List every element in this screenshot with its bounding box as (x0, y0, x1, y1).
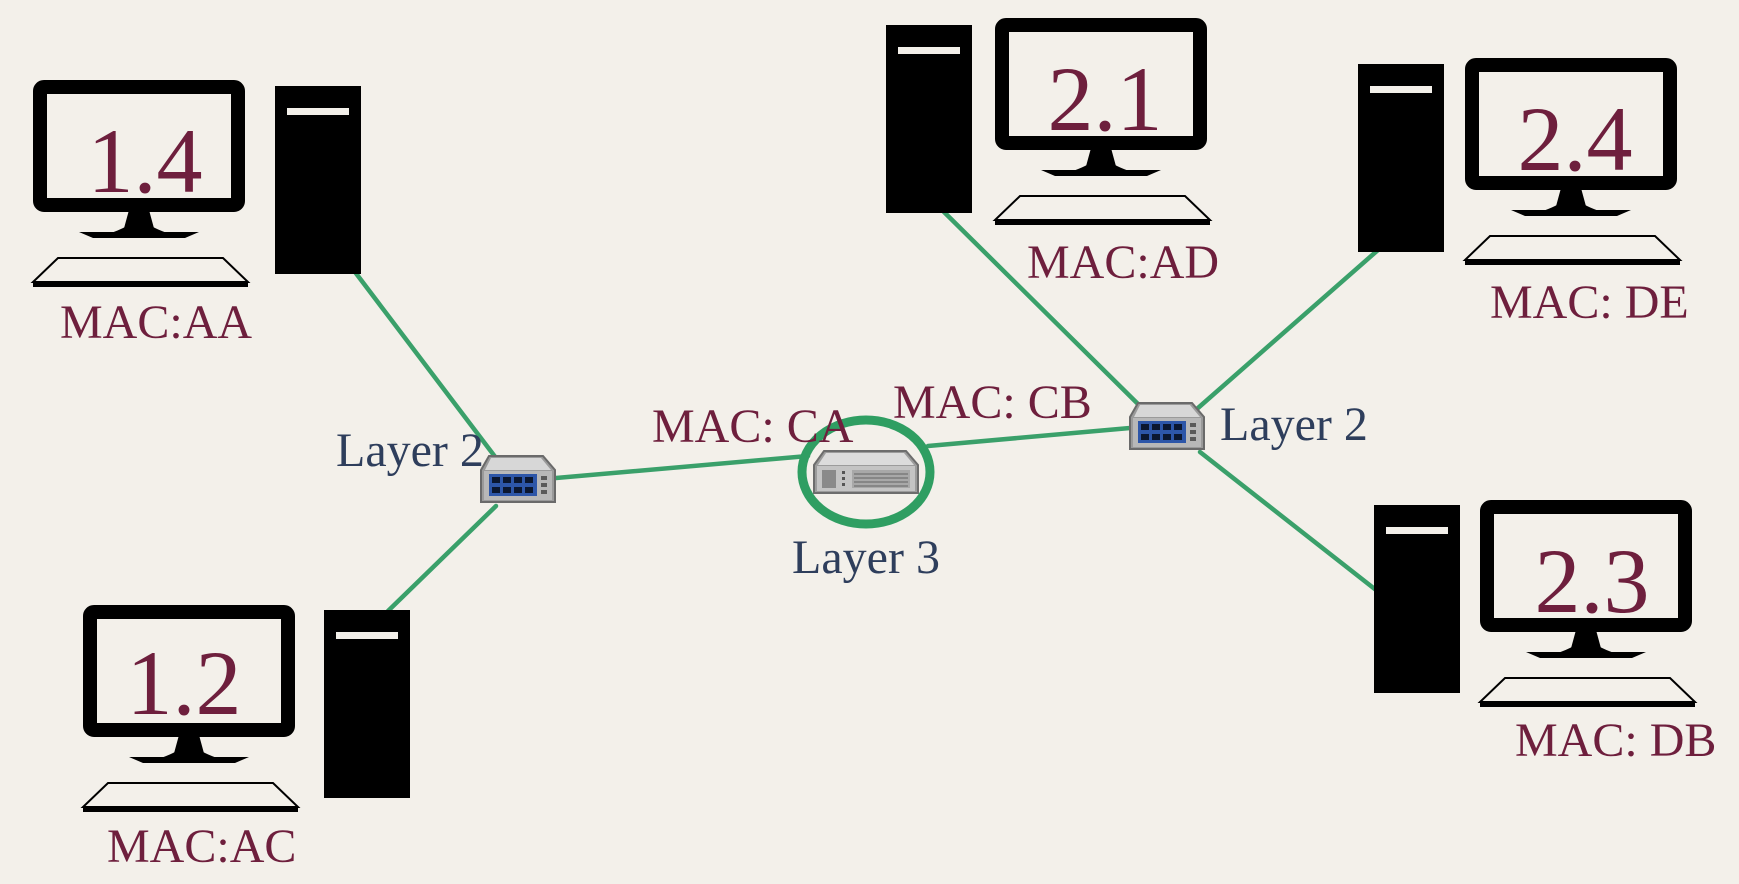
link-ac-switch (385, 503, 499, 614)
computer-aa: 1.4 MAC:AA (33, 86, 361, 349)
router-label: Layer 3 (792, 531, 940, 584)
switch-icon (480, 455, 556, 503)
switch-label: Layer 2 (1220, 398, 1368, 451)
link-ad-switch (939, 207, 1143, 409)
router-icon (813, 450, 919, 494)
computer-de: 2.4 MAC: DE (1358, 64, 1689, 329)
switch-label: Layer 2 (336, 424, 484, 477)
screen-label: 2.1 (1048, 48, 1163, 150)
computer-db: 2.3 MAC: DB (1374, 505, 1716, 767)
tower-icon (275, 86, 361, 274)
screen-label: 2.3 (1535, 530, 1650, 632)
computer-ac: 1.2 MAC:AC (83, 610, 410, 873)
highlight-ring (797, 415, 935, 529)
router-left-mac-label: MAC: CA (652, 400, 854, 453)
tower-icon (1358, 64, 1444, 252)
network-links (352, 207, 1381, 614)
screen-label: 1.4 (88, 110, 203, 212)
mac-label: MAC: DB (1515, 714, 1716, 767)
screen-label: 2.4 (1518, 88, 1633, 190)
mac-label: MAC:AD (1027, 236, 1219, 289)
tower-icon (1374, 505, 1460, 693)
router: Layer 3 (792, 415, 940, 584)
router-right-mac-label: MAC: CB (893, 376, 1092, 429)
switch-icon (1129, 402, 1205, 450)
screen-label: 1.2 (127, 632, 242, 734)
mac-label: MAC: DE (1490, 276, 1689, 329)
link-db-switch (1197, 449, 1379, 593)
link-aa-switch (352, 269, 499, 461)
tower-icon (324, 610, 410, 798)
tower-icon (886, 25, 972, 213)
link-router-switch (925, 425, 1133, 449)
mac-label: MAC:AC (107, 820, 296, 873)
computer-ad: 2.1 MAC:AD (886, 25, 1219, 289)
link-de-switch (1195, 247, 1381, 411)
left-switch: Layer 2 (336, 424, 556, 503)
link-switch-router (553, 453, 811, 481)
mac-label: MAC:AA (60, 296, 252, 349)
right-switch: Layer 2 (1129, 398, 1368, 451)
